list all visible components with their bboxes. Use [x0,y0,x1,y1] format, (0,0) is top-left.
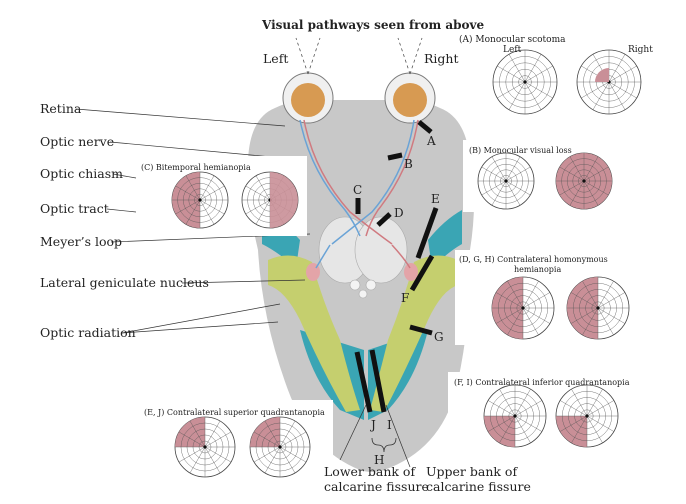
colliculus [358,289,368,299]
lesion-d [376,212,392,227]
right-optic-radiation [370,255,458,412]
field-c-right-deficit [270,172,298,228]
panel-dgh-title: (D, G, H) Contralateral homonymous [459,255,608,264]
lesion-label-b: B [404,157,413,171]
label-lgn: Lateral geniculate nucleus [40,275,209,290]
lesion-g [409,324,433,336]
panel-a-left: Left [503,45,522,55]
lesion-label-j: J [371,418,376,432]
right-thalamus [354,216,408,284]
field-dgh-left [491,276,555,340]
lesion-label-g: G [434,330,444,344]
panel-ej-title: (E, J) Contralateral superior quadrantan… [144,408,325,417]
right-eye-label: Right [424,51,459,66]
scotoma-spot [595,68,609,82]
panel-a-right: Right [628,45,653,55]
left-optic-radiation [268,255,360,412]
colliculus [365,279,377,291]
label-lower-bank-2: calcarine fissure [324,479,429,494]
colliculus [349,279,361,291]
label-lower-bank: Lower bank of [324,464,416,479]
label-optic-radiation: Optic radiation [40,325,136,340]
label-upper-bank-2: calcarine fissure [426,479,531,494]
optic-fibers [299,119,419,269]
label-retina: Retina [40,101,82,116]
h-brace [371,437,397,453]
panel-b-title: (B) Monocular visual loss [469,146,572,155]
field-lines [295,37,423,75]
lesion-label-e: E [431,192,440,206]
field-a-left [492,49,558,115]
lesion-a [417,120,433,134]
panel-dgh-title-2: hemianopia [514,265,562,274]
field-fi-right [555,384,619,448]
right-temporal-cortex [428,210,462,268]
label-optic-nerve: Optic nerve [40,134,115,149]
visual-field-charts [171,49,642,478]
field-ej-right [249,416,311,478]
label-optic-tract: Optic tract [40,201,109,216]
panel-a-title: (A) Monocular scotoma [459,35,566,45]
lesion-label-d: D [394,206,404,220]
panel-fi-title: (F, I) Contralateral inferior quadrantan… [454,378,630,387]
lesion-label-h: H [374,453,385,467]
lesion-j [354,351,373,413]
lesion-label-i: I [387,418,392,432]
panel-c-title: (C) Bitemporal hemianopia [141,163,251,172]
label-optic-chiasm: Optic chiasm [40,166,124,181]
diagram-title: Visual pathways seen from above [262,18,485,32]
right-lgn [404,263,418,281]
field-b-right [555,152,613,210]
field-fi-left [483,384,547,448]
right-eye-lens [393,83,427,117]
lesion-label-a: A [427,134,436,148]
label-meyers-loop: Meyer’s loop [40,234,123,249]
lesion-f [409,254,435,292]
lesion-label-f: F [401,291,410,305]
lesion-i [369,349,387,413]
lesion-e [415,207,439,259]
lesion-label-c: C [353,183,363,197]
field-c-left [171,171,229,229]
lesion-b [387,152,403,161]
field-ej-left [174,416,236,478]
field-b-left [477,152,535,210]
label-upper-bank: Upper bank of [426,464,518,479]
field-dgh-right [566,276,630,340]
left-eye-label: Left [263,51,289,66]
left-eye-lens [291,83,325,117]
lesion-marks [354,120,439,413]
